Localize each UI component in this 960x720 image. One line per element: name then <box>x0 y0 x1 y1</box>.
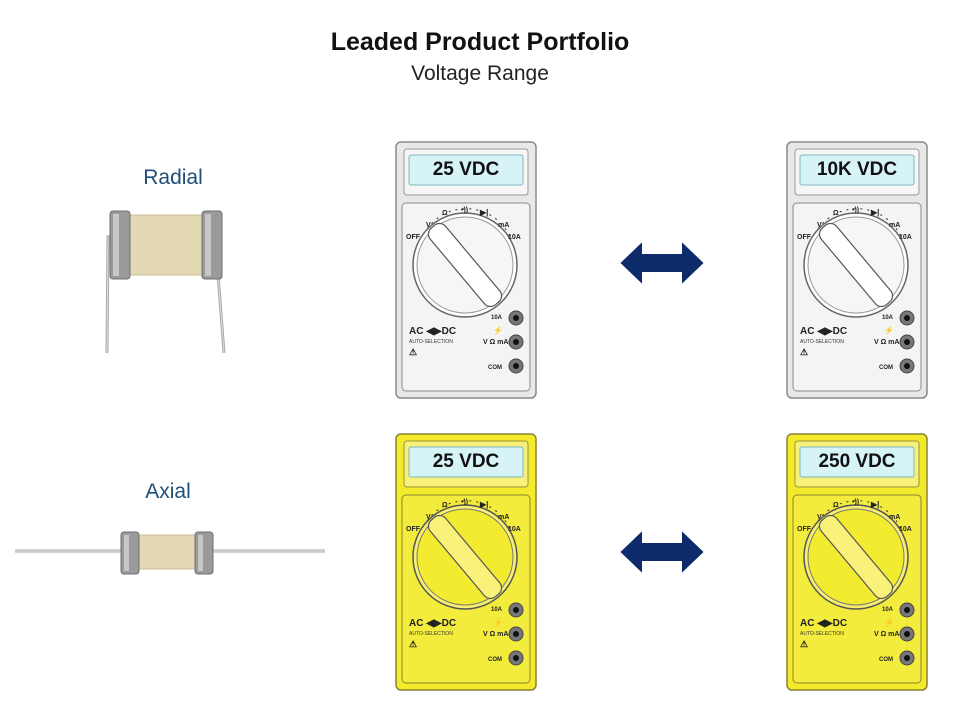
multimeter-radial-high: OFF V Ω •)) ▶| mA 10A AC ◀▶DC AUTO-SELEC… <box>786 141 928 399</box>
svg-text:Ω: Ω <box>442 502 448 509</box>
multimeter-radial-low: OFF V Ω •)) ▶| mA 10A AC ◀▶DC AUTO-SELEC… <box>395 141 537 399</box>
svg-text:⚠: ⚠ <box>409 639 417 649</box>
svg-text:Ω: Ω <box>833 210 839 217</box>
voltage-readout: 25 VDC <box>432 159 500 180</box>
svg-text:Ω: Ω <box>442 210 448 217</box>
svg-text:mA: mA <box>889 222 900 229</box>
radial-capacitor-image <box>100 205 230 355</box>
svg-text:OFF: OFF <box>406 526 421 533</box>
svg-text:V: V <box>426 222 431 229</box>
svg-text:AC ◀▶DC: AC ◀▶DC <box>800 326 847 337</box>
svg-text:OFF: OFF <box>406 234 421 241</box>
svg-text:▶|: ▶| <box>870 208 879 217</box>
svg-text:10A: 10A <box>899 234 912 241</box>
svg-text:COM: COM <box>488 365 502 371</box>
svg-text:•)): •)) <box>461 499 468 506</box>
svg-text:▶|: ▶| <box>479 500 488 509</box>
svg-text:AC ◀▶DC: AC ◀▶DC <box>409 326 456 337</box>
svg-text:V Ω mA: V Ω mA <box>483 339 508 346</box>
double-arrow-icon <box>619 240 705 286</box>
voltage-readout: 250 VDC <box>818 451 896 472</box>
svg-text:10A: 10A <box>508 526 521 533</box>
svg-text:COM: COM <box>879 657 893 663</box>
voltage-readout: 25 VDC <box>432 451 500 472</box>
svg-text:COM: COM <box>488 657 502 663</box>
svg-text:mA: mA <box>498 514 509 521</box>
svg-text:Ω: Ω <box>833 502 839 509</box>
svg-text:AC ◀▶DC: AC ◀▶DC <box>409 618 456 629</box>
svg-text:OFF: OFF <box>797 234 812 241</box>
svg-text:⚠: ⚠ <box>409 347 417 357</box>
svg-text:▶|: ▶| <box>870 500 879 509</box>
svg-text:10A: 10A <box>491 315 503 321</box>
double-arrow-icon <box>619 529 705 575</box>
radial-label: Radial <box>143 166 203 189</box>
multimeter-axial-high: OFF V Ω •)) ▶| mA 10A AC ◀▶DC AUTO-SELEC… <box>786 433 928 691</box>
axial-capacitor-image <box>15 528 327 578</box>
svg-text:AUTO-SELECTION: AUTO-SELECTION <box>800 631 844 637</box>
svg-text:10A: 10A <box>508 234 521 241</box>
svg-text:⚡: ⚡ <box>884 617 894 627</box>
svg-text:⚠: ⚠ <box>800 639 808 649</box>
svg-text:COM: COM <box>879 365 893 371</box>
multimeter-axial-low: OFF V Ω •)) ▶| mA 10A AC ◀▶DC AUTO-SELEC… <box>395 433 537 691</box>
svg-text:⚡: ⚡ <box>493 325 503 335</box>
svg-text:⚠: ⚠ <box>800 347 808 357</box>
svg-text:AUTO-SELECTION: AUTO-SELECTION <box>800 339 844 345</box>
svg-text:⚡: ⚡ <box>884 325 894 335</box>
svg-text:V Ω mA: V Ω mA <box>874 339 899 346</box>
svg-text:V Ω mA: V Ω mA <box>483 631 508 638</box>
page-subtitle: Voltage Range <box>411 62 549 85</box>
svg-text:AUTO-SELECTION: AUTO-SELECTION <box>409 631 453 637</box>
svg-text:OFF: OFF <box>797 526 812 533</box>
svg-text:V: V <box>817 222 822 229</box>
svg-text:10A: 10A <box>882 315 894 321</box>
axial-label: Axial <box>145 480 191 503</box>
svg-text:⚡: ⚡ <box>493 617 503 627</box>
svg-text:V: V <box>817 514 822 521</box>
page-title: Leaded Product Portfolio <box>330 28 630 56</box>
svg-text:V: V <box>426 514 431 521</box>
svg-text:•)): •)) <box>852 499 859 506</box>
svg-text:mA: mA <box>889 514 900 521</box>
svg-text:V Ω mA: V Ω mA <box>874 631 899 638</box>
svg-text:AUTO-SELECTION: AUTO-SELECTION <box>409 339 453 345</box>
svg-text:AC ◀▶DC: AC ◀▶DC <box>800 618 847 629</box>
svg-text:10A: 10A <box>899 526 912 533</box>
voltage-readout: 10K VDC <box>816 159 898 180</box>
svg-text:10A: 10A <box>882 607 894 613</box>
svg-text:10A: 10A <box>491 607 503 613</box>
svg-text:mA: mA <box>498 222 509 229</box>
svg-text:•)): •)) <box>852 207 859 214</box>
svg-text:▶|: ▶| <box>479 208 488 217</box>
svg-text:•)): •)) <box>461 207 468 214</box>
